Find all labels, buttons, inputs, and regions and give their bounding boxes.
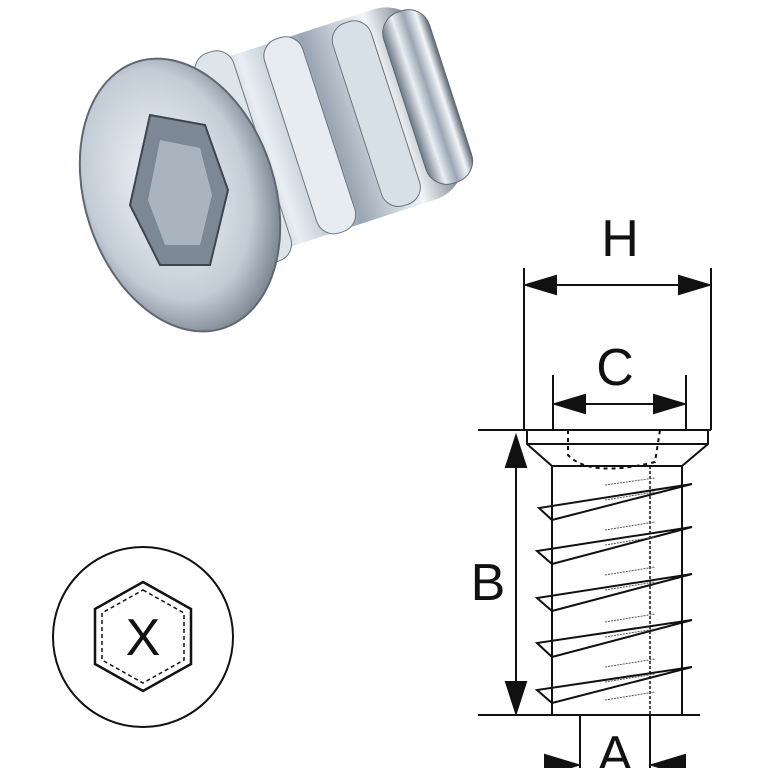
drive-symbol: X <box>52 546 234 728</box>
x-label: X <box>126 609 161 667</box>
a-label: A <box>598 726 633 768</box>
c-label: C <box>596 339 634 397</box>
h-label: H <box>601 210 639 268</box>
threads <box>534 483 693 705</box>
product-photo <box>78 7 474 333</box>
technical-drawing <box>478 268 713 768</box>
b-label: B <box>471 554 506 612</box>
